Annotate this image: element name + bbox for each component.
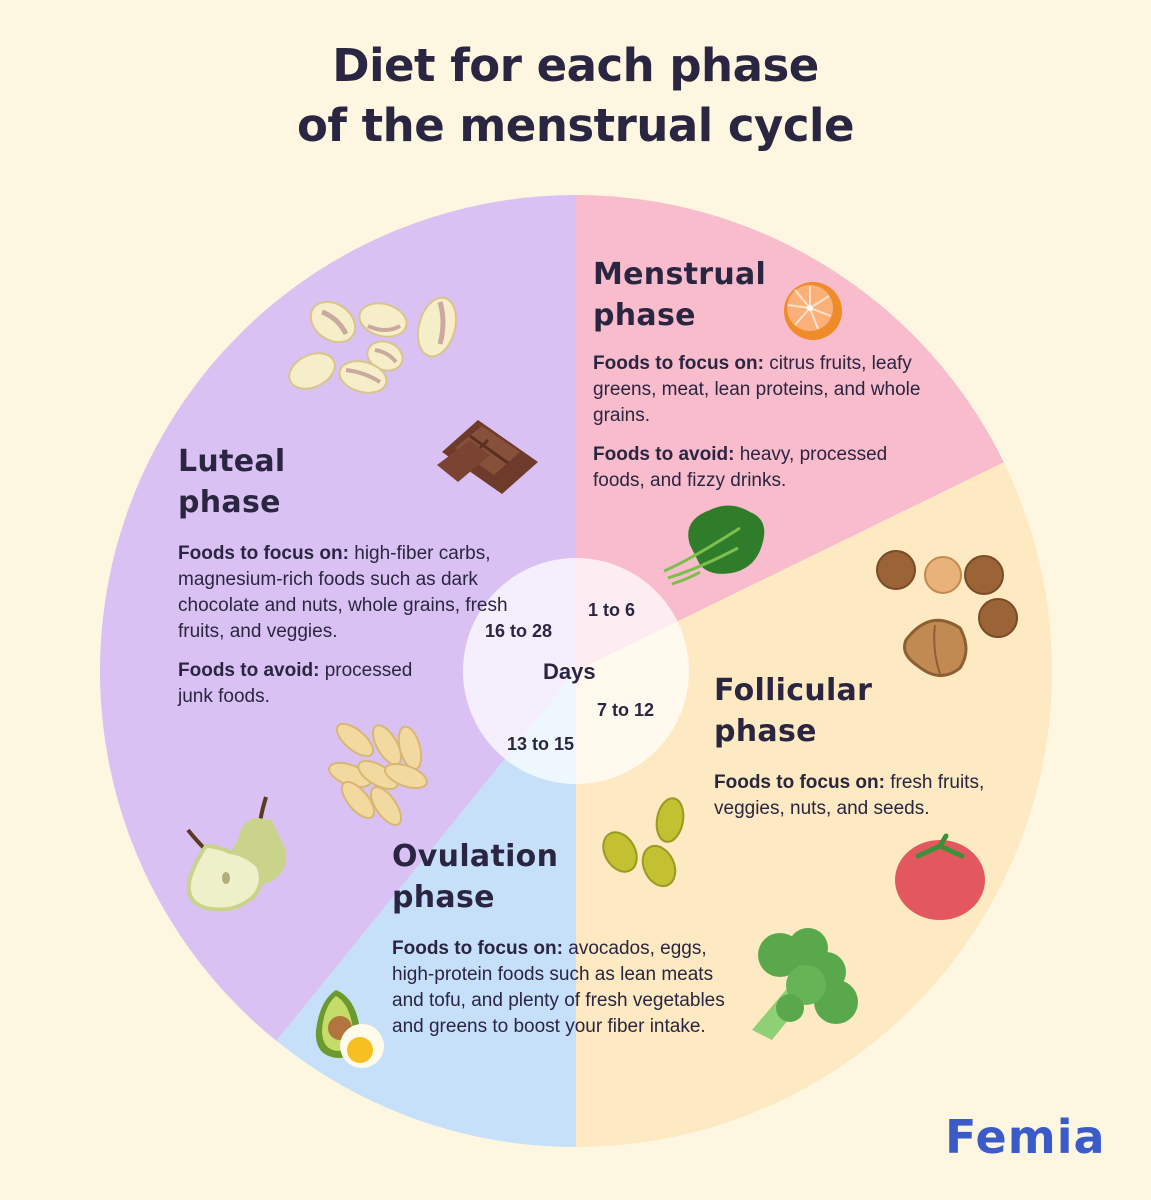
menstrual-avoid-label: Foods to avoid: [593,444,735,465]
menstrual-days-label: 1 to 6 [588,600,636,620]
pistachios-icon [288,296,458,394]
luteal-focus-text: high-fiber carbs, magnesium-rich foods s… [178,543,508,642]
ovulation-focus: Foods to focus on: avocados, eggs, high-… [392,936,742,1040]
chocolate-icon [437,420,538,494]
title-line-2: of the menstrual cycle [297,99,854,152]
menstrual-avoid: Foods to avoid: heavy, processed foods, … [593,442,923,494]
walnut-icon [903,618,968,677]
follicular-title: Follicular phase [714,670,1014,752]
pumpkin-seeds-icon [602,797,685,888]
follicular-title-line-1: Follicular [714,673,873,708]
days-center-disc [463,558,689,784]
menstrual-avoid-text: heavy, processed foods, and fizzy drinks… [593,444,888,491]
ovulation-days-label: 13 to 15 [507,734,575,754]
luteal-focus: Foods to focus on: high-fiber carbs, mag… [178,541,528,645]
ovulation-section: Ovulation phase Foods to focus on: avoca… [392,836,742,1040]
menstrual-title-line-1: Menstrual [593,257,767,292]
follicular-title-line-2: phase [714,714,817,749]
luteal-days-label: 16 to 28 [485,621,553,641]
luteal-wedge [99,194,577,1041]
menstrual-title: Menstrual phase [593,254,923,336]
pear-icon [186,796,287,912]
avocado-icon [315,990,361,1058]
follicular-focus: Foods to focus on: fresh fruits, veggies… [714,770,1014,822]
luteal-avoid: Foods to avoid: processed junk foods. [178,658,448,710]
femia-logo: Femia [945,1110,1106,1164]
tomato-icon [895,833,985,920]
ovulation-title-line-1: Ovulation [392,839,559,874]
luteal-title-line-1: Luteal [178,444,286,479]
menstrual-focus-text: citrus fruits, leafy greens, meat, lean … [593,353,921,426]
days-center-label: Days [543,659,596,684]
luteal-avoid-text: processed junk foods. [178,660,413,707]
orange-icon [784,282,842,340]
luteal-focus-label: Foods to focus on: [178,543,349,564]
menstrual-focus: Foods to focus on: citrus fruits, leafy … [593,351,923,429]
menstrual-focus-label: Foods to focus on: [593,353,764,374]
ovulation-focus-text: avocados, eggs, high-protein foods such … [392,938,725,1037]
follicular-days-label: 7 to 12 [597,700,655,720]
egg-icon [340,1024,384,1068]
luteal-title-line-2: phase [178,485,281,520]
menstrual-title-line-2: phase [593,298,696,333]
hazelnuts-icon [876,550,1018,638]
follicular-focus-text: fresh fruits, veggies, nuts, and seeds. [714,772,985,819]
ovulation-title-line-2: phase [392,880,495,915]
page-title: Diet for each phase of the menstrual cyc… [0,36,1151,156]
follicular-focus-label: Foods to focus on: [714,772,885,793]
menstrual-wedge [576,195,1004,671]
ovulation-focus-label: Foods to focus on: [392,938,563,959]
broccoli-icon [752,928,858,1040]
menstrual-section: Menstrual phase Foods to focus on: citru… [593,254,923,494]
title-line-1: Diet for each phase [332,39,819,92]
luteal-avoid-label: Foods to avoid: [178,660,320,681]
spinach-icon [663,505,765,586]
luteal-section: Luteal phase Foods to focus on: high-fib… [178,441,538,710]
luteal-title: Luteal phase [178,441,538,523]
ovulation-title: Ovulation phase [392,836,742,918]
oats-icon [328,722,428,826]
follicular-section: Follicular phase Foods to focus on: fres… [714,670,1014,822]
